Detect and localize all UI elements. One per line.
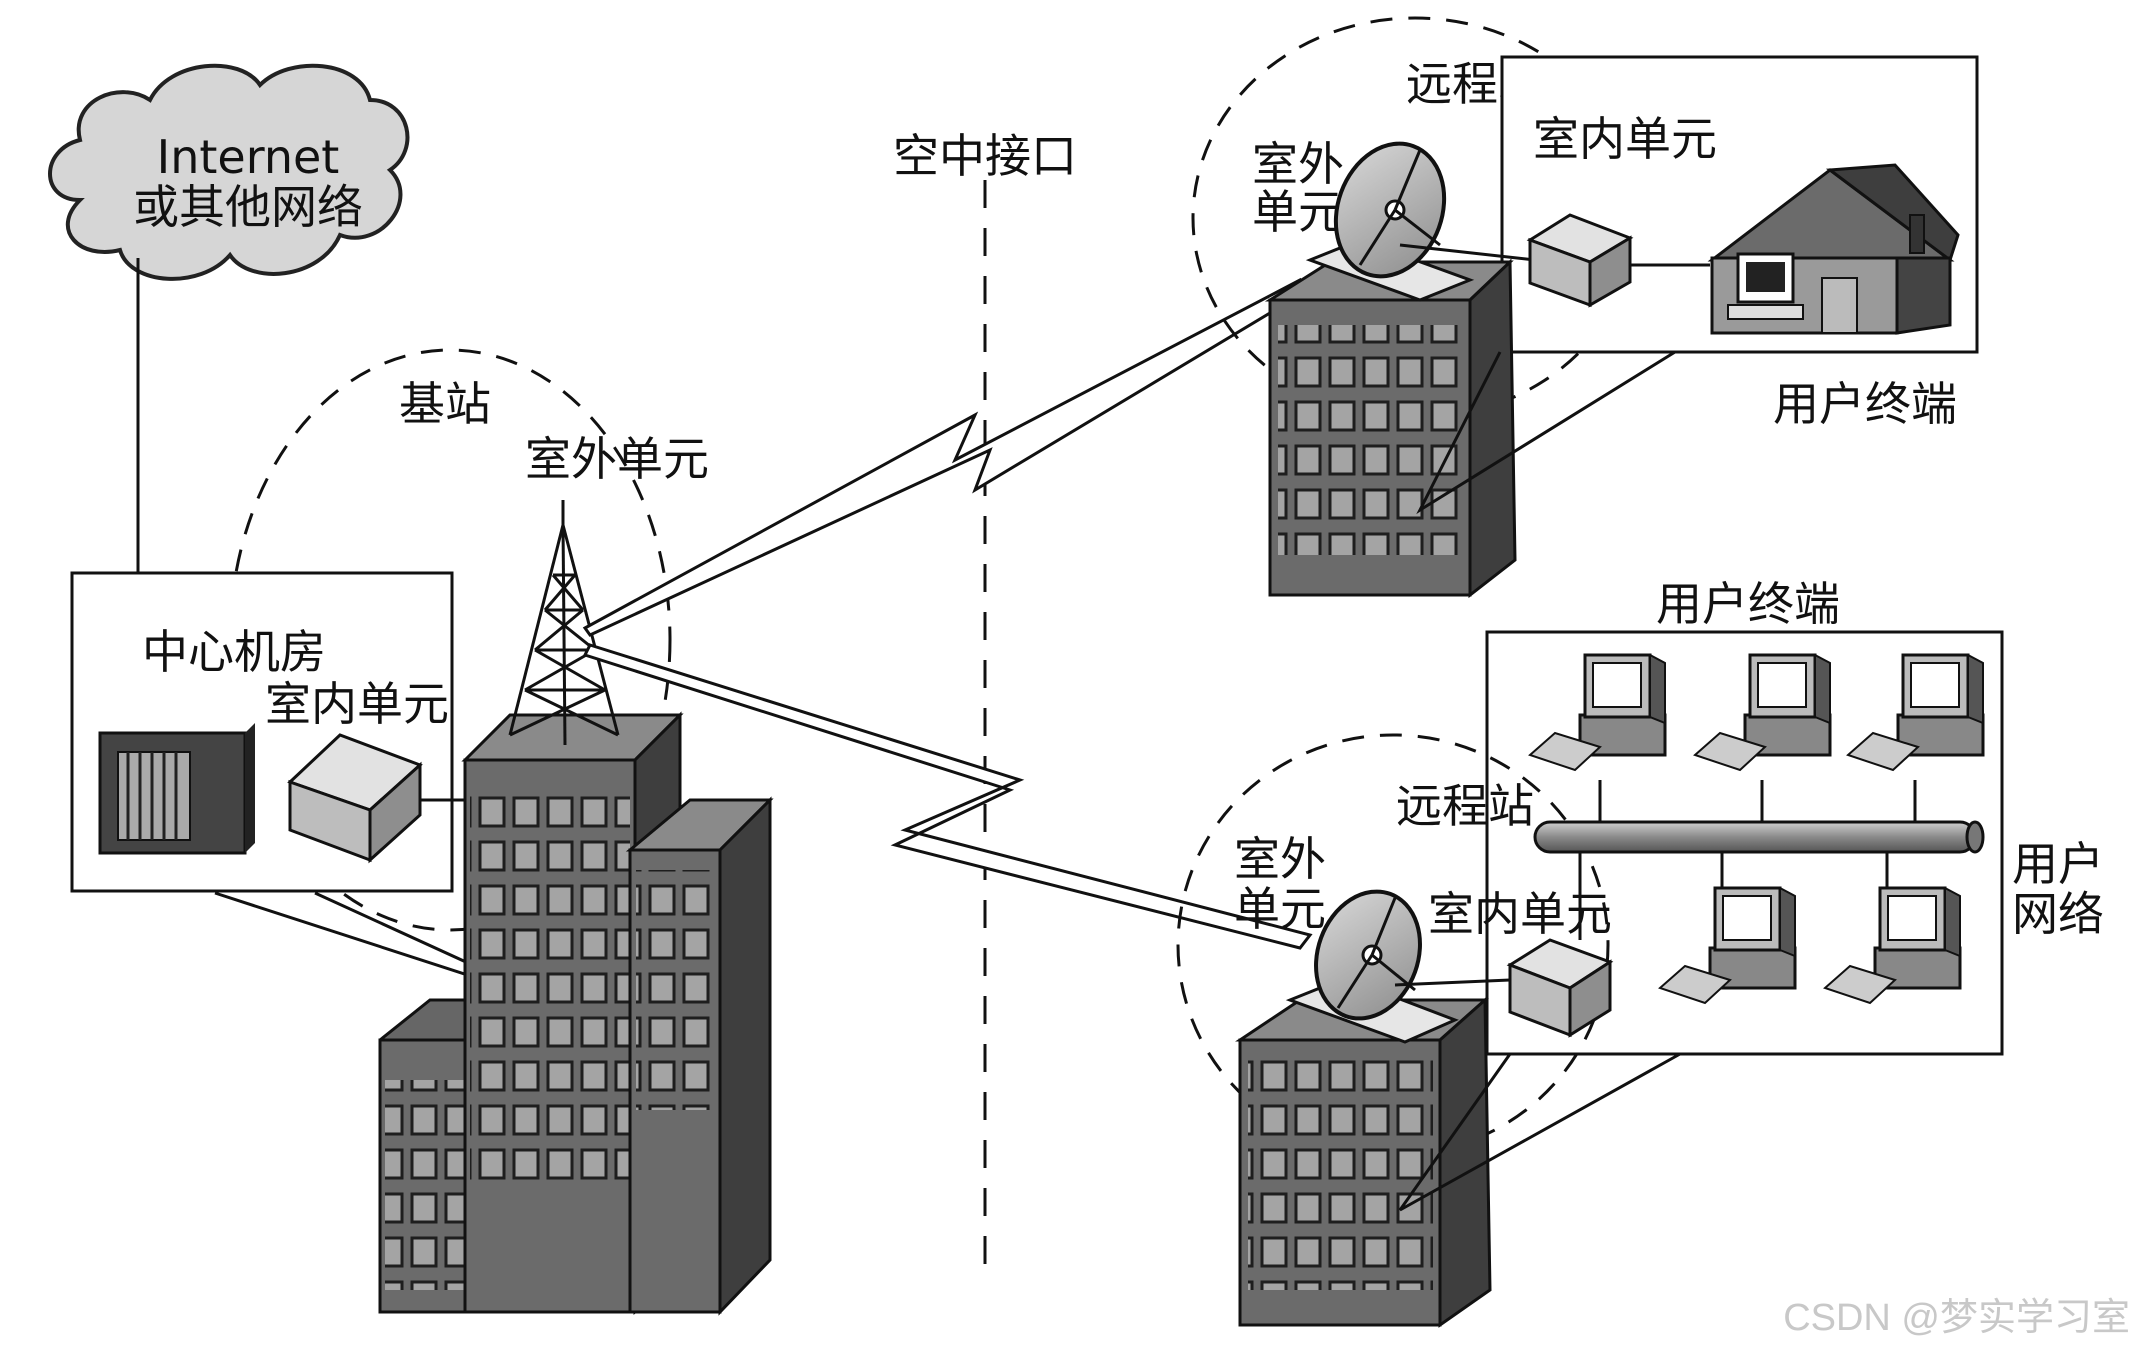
computer-icon-4	[1658, 886, 1797, 1005]
remote2-building	[1235, 996, 1492, 1328]
remote2-callout	[1398, 1052, 1681, 1212]
remote1-user-terminal-label: 用户终端	[1773, 377, 1957, 431]
remote1-outdoor-label-line2: 单元	[1252, 185, 1344, 239]
computer-icon-5	[1823, 886, 1962, 1005]
remote1-building	[1264, 258, 1517, 599]
server-rack-icon	[98, 723, 255, 855]
remote2-indoor-unit-label: 室内单元	[1428, 887, 1612, 941]
base-building-right	[625, 796, 774, 1316]
remote2-boundary	[1176, 733, 1610, 1157]
remote2-outdoor-label-line2: 单元	[1234, 882, 1326, 936]
remote2-indoor-unit-icon	[1506, 938, 1614, 1038]
wireless-link-lower	[582, 643, 1313, 950]
base-building-left	[378, 998, 472, 1314]
remote2-user-terminal-label: 用户终端	[1656, 577, 1840, 631]
user-network-label-line2: 网络	[2012, 887, 2104, 941]
remote2-user-network-box	[1485, 630, 2004, 1056]
user-network-label-line1: 用户	[2012, 837, 2104, 891]
remote1-callout	[1416, 350, 1676, 515]
remote2-outdoor-label-line1: 室外	[1234, 832, 1326, 886]
remote1-indoor-unit-icon	[1526, 213, 1634, 308]
watermark: CSDN @梦实学习室	[1783, 1297, 2130, 1339]
central-room-label: 中心机房	[142, 625, 326, 679]
internet-cloud	[48, 63, 410, 281]
lan-bus-icon	[1533, 820, 1985, 854]
remote2-dish-icon	[1285, 889, 1459, 1044]
base-outdoor-unit-label: 室外单元	[525, 432, 709, 486]
base-indoor-unit-icon	[287, 733, 423, 864]
cloud-label-internet: Internet	[157, 130, 340, 184]
cloud-label-other-network: 或其他网络	[133, 180, 363, 234]
base-indoor-unit-label: 室内单元	[265, 677, 449, 731]
remote1-dish-icon	[1305, 141, 1475, 302]
computer-icon-1	[1528, 653, 1667, 772]
base-station-label: 基站	[399, 377, 491, 431]
computer-icon-3	[1846, 653, 1985, 772]
remote1-indoor-unit-label: 室内单元	[1533, 112, 1717, 166]
air-interface-label: 空中接口	[893, 129, 1077, 183]
remote1-outdoor-label-line1: 室外	[1252, 137, 1344, 191]
house-icon	[1707, 163, 1960, 335]
remote2-station-label: 远程站	[1396, 779, 1534, 833]
computer-icon-2	[1693, 653, 1832, 772]
